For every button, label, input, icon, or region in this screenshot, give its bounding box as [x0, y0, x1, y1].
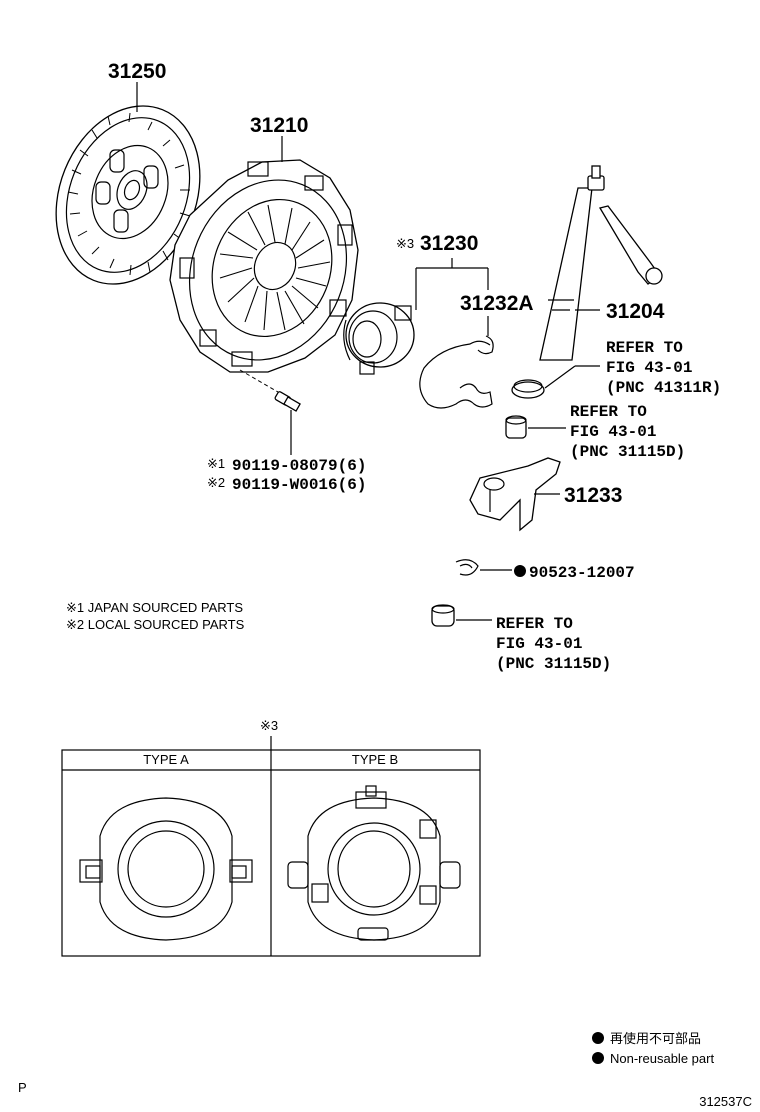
legend-jp-text: 再使用不可部品 — [610, 1031, 701, 1046]
bearing-part-number: 31230 — [420, 232, 478, 255]
bolt1-mark: ※1 — [207, 456, 225, 471]
release-fork-drawing — [469, 457, 561, 532]
bushing-upper-drawing — [511, 379, 545, 399]
shaft-part-number: 31204 — [606, 300, 665, 323]
type-b-bearing-drawing — [287, 785, 461, 941]
release-bearing-drawing — [343, 302, 415, 375]
clip-part-number: 31232A — [460, 292, 534, 315]
figure-code: 312537C — [699, 1094, 752, 1109]
note-local-sourced: ※2 LOCAL SOURCED PARTS — [66, 617, 245, 632]
ref3-line1: REFER TO — [496, 615, 573, 633]
clip-drawing — [419, 335, 494, 409]
footer-page-letter: P — [18, 1080, 27, 1095]
ref3-line3: (PNC 31115D) — [496, 655, 611, 673]
note-japan-sourced: ※1 JAPAN SOURCED PARTS — [66, 600, 243, 615]
legend-dot-en — [592, 1052, 604, 1064]
legend-en-text: Non-reusable part — [610, 1051, 714, 1066]
type-a-bearing-drawing — [79, 797, 253, 941]
release-shaft-drawing — [539, 165, 663, 361]
ref3-line2: FIG 43-01 — [496, 635, 582, 653]
legend-dot-jp — [592, 1032, 604, 1044]
type-table-mark: ※3 — [260, 718, 278, 733]
cover-part-number: 31210 — [250, 114, 308, 137]
fork-part-number: 31233 — [564, 484, 622, 507]
snap-ring-drawing — [455, 559, 479, 576]
type-a-header: TYPE A — [143, 752, 189, 767]
type-table — [61, 749, 481, 957]
type-b-header: TYPE B — [352, 752, 398, 767]
ref1-line1: REFER TO — [606, 339, 683, 357]
bushing-middle-drawing — [505, 415, 527, 439]
ref1-line2: FIG 43-01 — [606, 359, 692, 377]
bolt-drawing — [239, 369, 301, 412]
ref2-line3: (PNC 31115D) — [570, 443, 685, 461]
disc-part-number: 31250 — [108, 60, 166, 83]
bearing-group-mark: ※3 — [396, 236, 414, 251]
bushing-lower-drawing — [431, 604, 455, 627]
non-reusable-dot — [514, 565, 526, 577]
snap-ring-part-number: 90523-12007 — [529, 564, 635, 582]
ref2-line1: REFER TO — [570, 403, 647, 421]
bolt1-part-number: 90119-08079(6) — [232, 457, 366, 475]
bolt2-part-number: 90119-W0016(6) — [232, 476, 366, 494]
ref2-line2: FIG 43-01 — [570, 423, 656, 441]
ref1-line3: (PNC 41311R) — [606, 379, 721, 397]
bolt2-mark: ※2 — [207, 475, 225, 490]
clutch-cover-drawing — [169, 159, 359, 373]
